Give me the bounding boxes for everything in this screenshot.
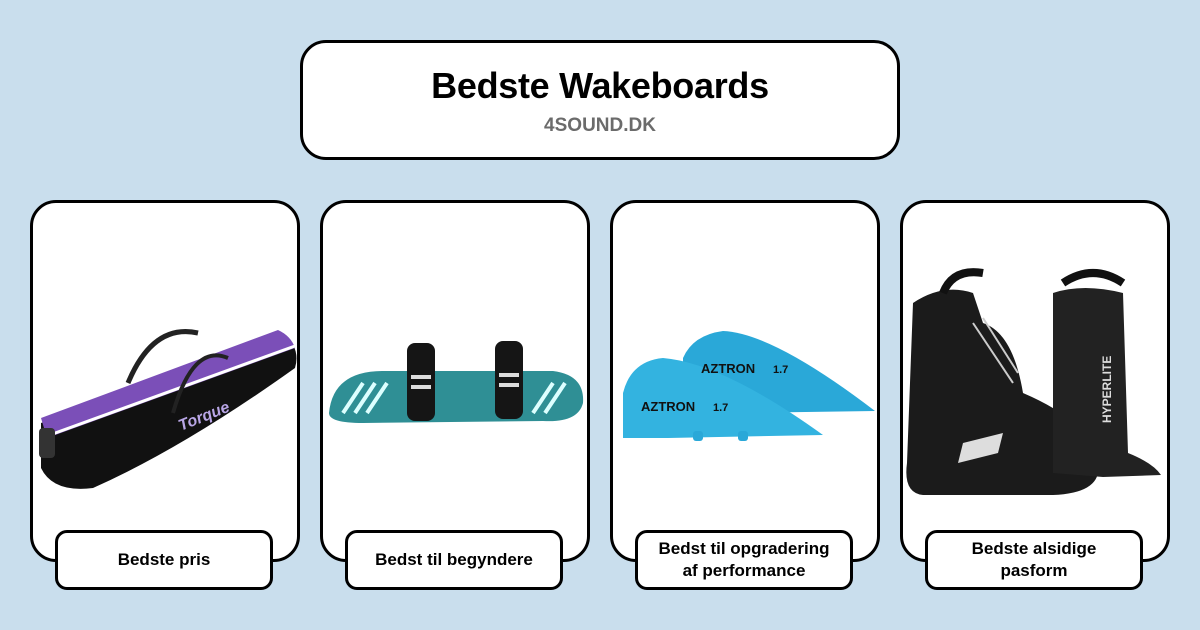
fin-size-top: 1.7 [773, 364, 788, 376]
card-4-label: Bedste alsidige pasform [925, 530, 1143, 590]
product-card-4[interactable]: HYPERLITE [900, 200, 1170, 562]
header-card: Bedste Wakeboards 4SOUND.DK [300, 40, 900, 160]
product-card-3[interactable]: AZTRON 1.7 AZTRON 1.7 [610, 200, 880, 562]
boot-brand-text: HYPERLITE [1100, 356, 1114, 423]
site-name: 4SOUND.DK [544, 115, 656, 136]
wakeboard-with-bindings-icon [323, 263, 587, 503]
fin-brand-bottom: AZTRON [641, 399, 695, 414]
fin-size-bottom: 1.7 [713, 402, 728, 414]
card-2-label: Bedst til begyndere [345, 530, 563, 590]
product-card-2[interactable] [320, 200, 590, 562]
page-title: Bedste Wakeboards [431, 65, 769, 106]
card-1-label: Bedste pris [55, 530, 273, 590]
wakeboard-bag-icon: Torque [33, 263, 297, 503]
card-3-label: Bedst til opgradering af performance [635, 530, 853, 590]
product-card-1[interactable]: Torque [30, 200, 300, 562]
fin-brand-top: AZTRON [701, 361, 755, 376]
wakeboard-boots-icon: HYPERLITE [903, 263, 1167, 503]
surf-fins-icon: AZTRON 1.7 AZTRON 1.7 [613, 263, 877, 503]
